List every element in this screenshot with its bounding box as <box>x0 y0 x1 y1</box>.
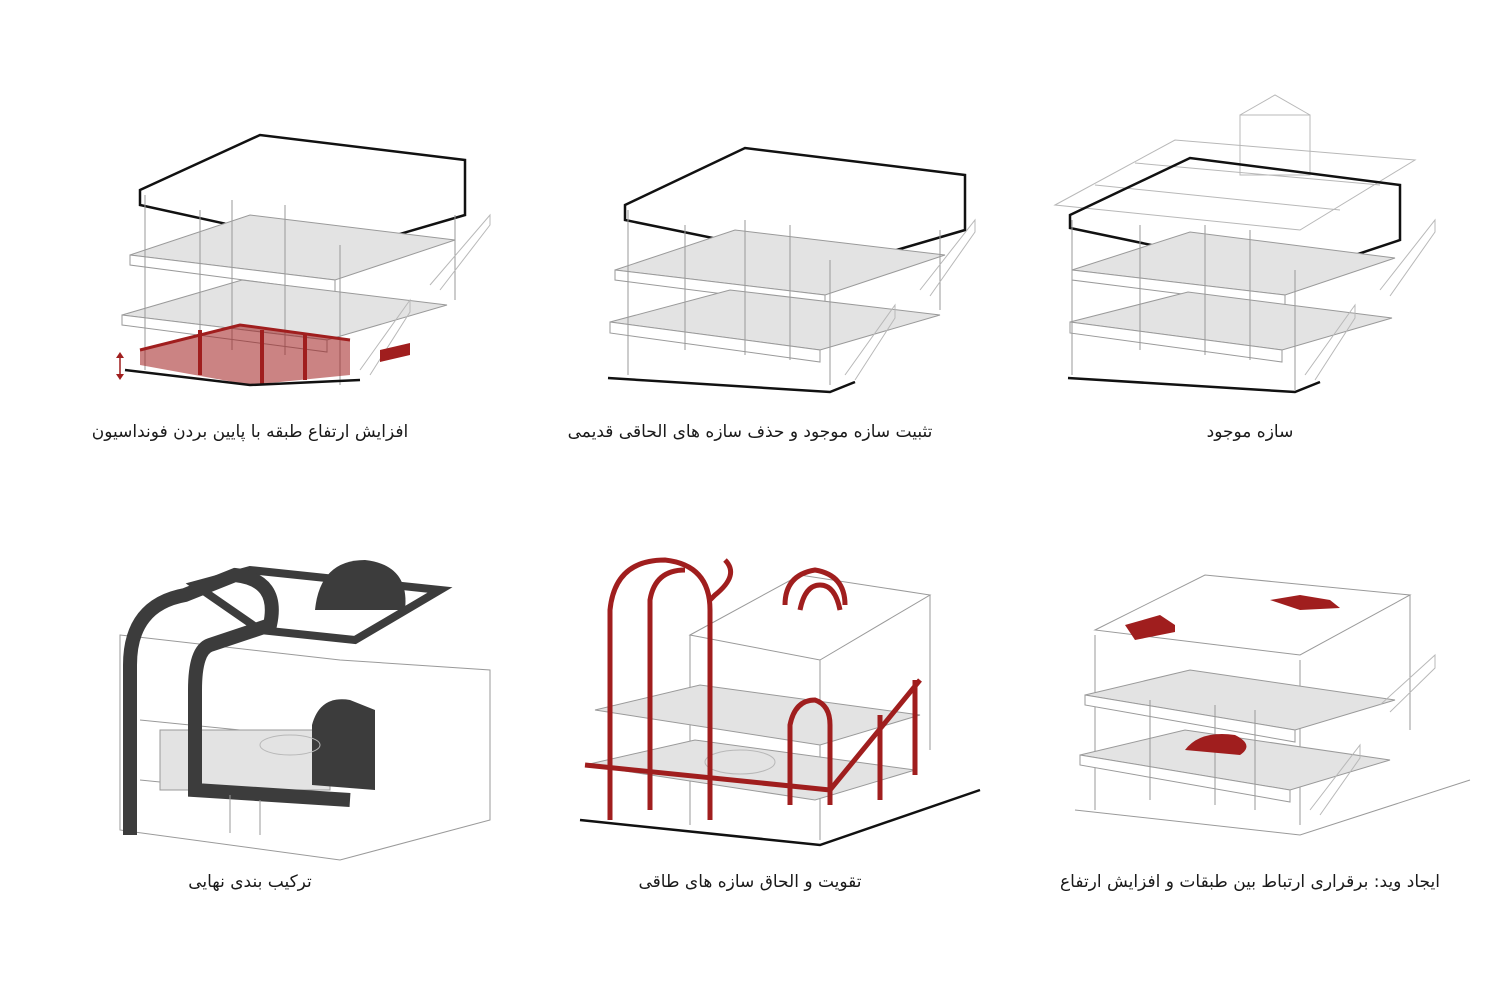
diagram-stabilize <box>607 146 976 394</box>
diagram-void <box>1074 574 1471 836</box>
panel-void: ایجاد وید: برقراری ارتباط بین طبقات و اف… <box>1000 500 1500 1000</box>
diagram-final-composition <box>119 560 491 861</box>
caption-existing: سازه موجود <box>1206 422 1294 442</box>
diagram-raise-floor <box>116 133 491 387</box>
panel-stabilize: تثبیت سازه موجود و حذف سازه های الحاقی ق… <box>500 0 1000 500</box>
vault-arch <box>123 560 406 835</box>
stair <box>844 218 976 381</box>
diagram-arches <box>579 557 981 847</box>
stair <box>1309 653 1436 816</box>
caption-arches: تقویت و الحاق سازه های طاقی <box>638 872 862 892</box>
diagram-existing <box>1053 94 1436 394</box>
panel-arches: تقویت و الحاق سازه های طاقی <box>500 500 1000 1000</box>
lowered-foundation-highlight <box>139 323 410 385</box>
height-arrow-icon <box>116 352 124 380</box>
stair <box>359 213 491 376</box>
caption-raise: افزایش ارتفاع طبقه با پایین بردن فونداسی… <box>91 422 409 442</box>
void-opening-highlight <box>1125 595 1340 755</box>
vault-arch <box>584 557 922 820</box>
caption-final: ترکیب بندی نهایی <box>188 872 312 892</box>
caption-void: ایجاد وید: برقراری ارتباط بین طبقات و اف… <box>1060 872 1440 892</box>
panel-raise: افزایش ارتفاع طبقه با پایین بردن فونداسی… <box>0 0 500 500</box>
panel-final: ترکیب بندی نهایی <box>0 500 500 1000</box>
panel-existing: سازه موجود <box>1000 0 1500 500</box>
caption-stabilize: تثبیت سازه موجود و حذف سازه های الحاقی ق… <box>567 422 933 442</box>
stair <box>1304 218 1436 381</box>
